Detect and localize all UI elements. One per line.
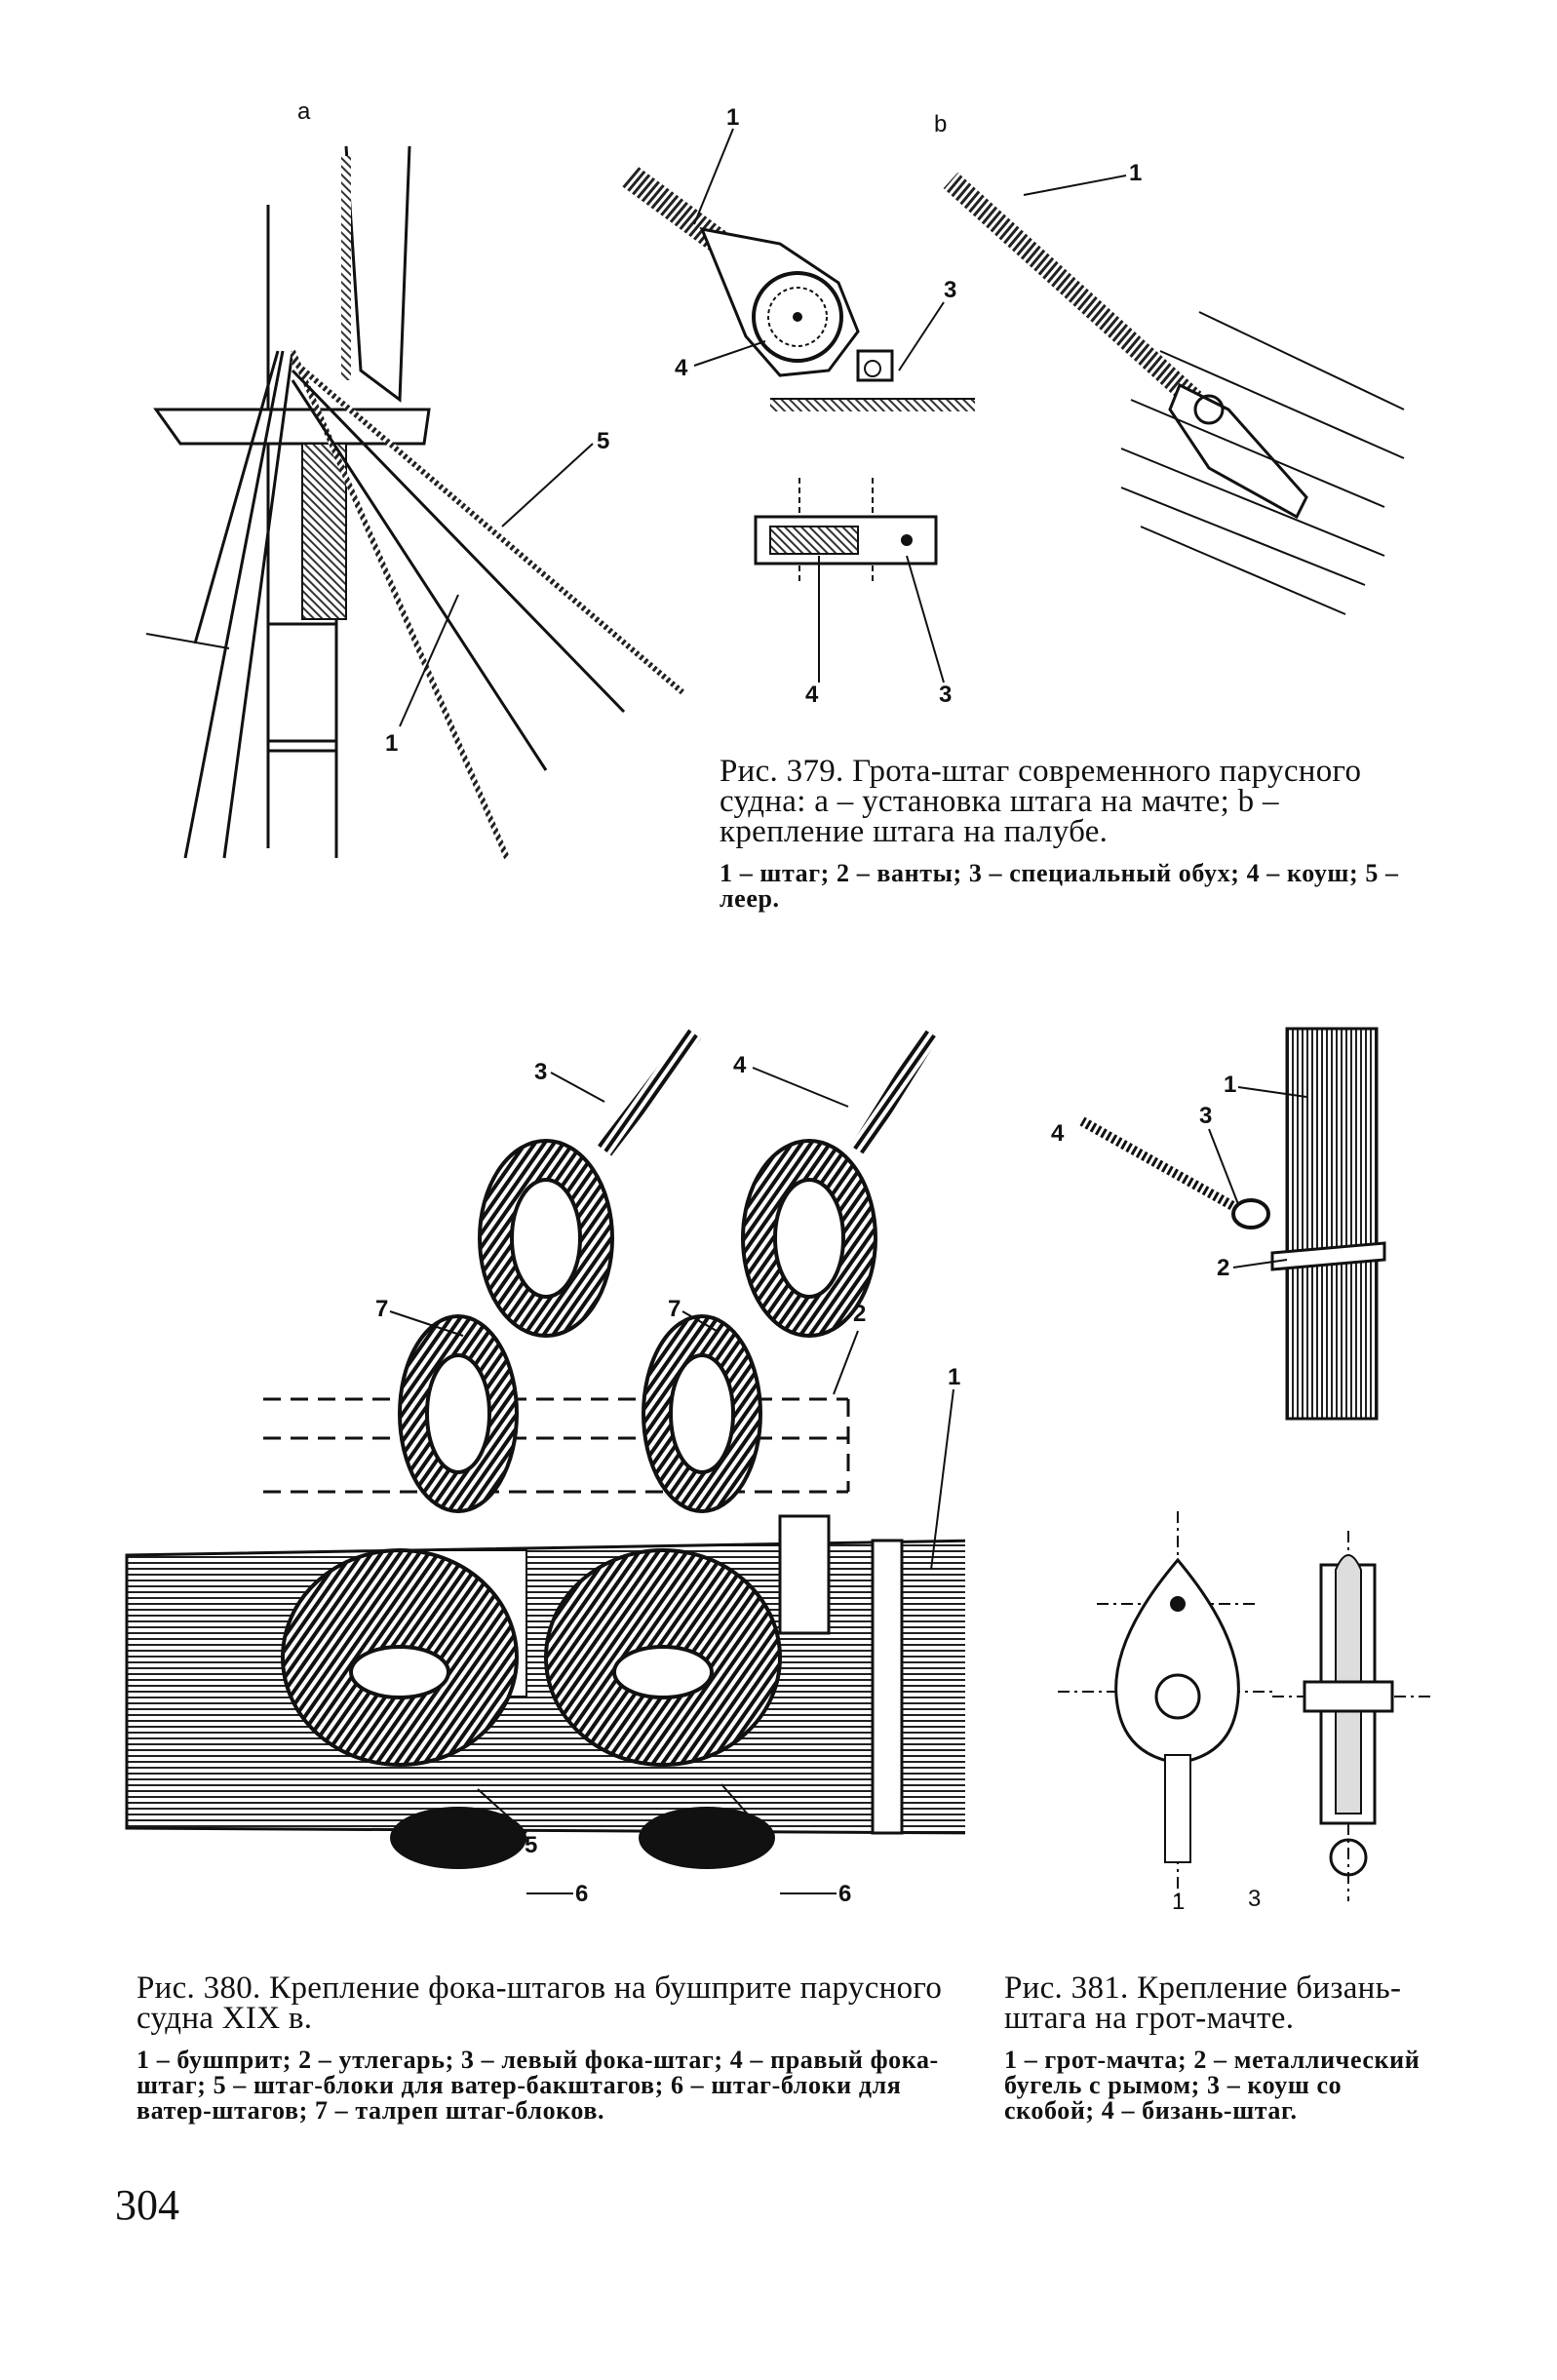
- figure-380-drawing: 3 4 7 7 2 1 5 5 6 6: [125, 1028, 965, 1907]
- stay-on-deck-b: [943, 172, 1405, 615]
- figure-381-drawing: 1 3 4 2 1 3: [1051, 1027, 1433, 1915]
- label-5-left: 5: [525, 1832, 537, 1858]
- figure-379-drawing: a 2 1 5 1 3 4 b 4 3: [146, 98, 1405, 860]
- block-side-view: [1272, 1531, 1433, 1901]
- caption-381-title: Рис. 381. Крепление бизань-штага на грот…: [1004, 1970, 1402, 2036]
- label-1-main-mast: 1: [1224, 1072, 1236, 1098]
- label-1-bowsprit: 1: [948, 1364, 960, 1390]
- caption-379-legend: 1 – штаг; 2 – ванты; 3 – специальный обу…: [720, 859, 1399, 913]
- label-3-left-stay: 3: [534, 1059, 547, 1085]
- label-1-stay-a: 1: [385, 730, 398, 757]
- label-4-plan: 4: [805, 682, 819, 708]
- label-a: a: [297, 98, 311, 125]
- label-4-mizzen-stay: 4: [1051, 1120, 1065, 1147]
- label-6-right: 6: [838, 1881, 851, 1907]
- figure-381-illustration: 1 3 4 2 1 3: [1033, 1014, 1443, 1926]
- right-fore-stay: [544, 1029, 939, 1869]
- figure-380-illustration: 3 4 7 7 2 1 5 5 6 6: [117, 1004, 965, 1921]
- caption-fig-380: Рис. 380. Крепление фока-штагов на бушпр…: [136, 1970, 960, 2125]
- caption-379-title: Рис. 379. Грота-штаг современного парусн…: [720, 754, 1362, 849]
- caption-fig-381: Рис. 381. Крепление бизань-штага на грот…: [1004, 1970, 1423, 2125]
- label-5-right: 5: [756, 1822, 768, 1849]
- label-1-stay-b2: 1: [1129, 160, 1142, 186]
- jib-boom: [263, 1397, 850, 1494]
- label-4-right-stay: 4: [733, 1052, 747, 1078]
- label-3-plan: 3: [939, 682, 952, 708]
- label-3-block: 3: [1248, 1886, 1261, 1912]
- figure-379-illustration: a 2 1 5 1 3 4 b 4 3: [146, 88, 1414, 878]
- left-fore-stay: [281, 1028, 702, 1869]
- block-front-view: [1058, 1511, 1277, 1901]
- label-6-left: 6: [575, 1881, 588, 1907]
- caption-381-legend: 1 – грот-мачта; 2 – металлический бугель…: [1004, 2046, 1421, 2125]
- label-2-band: 2: [1217, 1255, 1229, 1281]
- label-7-lanyard-left: 7: [375, 1296, 388, 1322]
- label-1-stay-b: 1: [726, 104, 739, 131]
- caption-fig-379: Рис. 379. Грота-штаг современного парусн…: [720, 754, 1407, 913]
- caption-380-title: Рис. 380. Крепление фока-штагов на бушпр…: [136, 1970, 943, 2036]
- caption-380-legend: 1 – бушприт; 2 – утлегарь; 3 – левый фок…: [136, 2046, 939, 2125]
- deck-fitting-b: [621, 165, 975, 411]
- label-2-jib-boom: 2: [853, 1301, 866, 1327]
- main-mast: [1079, 1027, 1386, 1421]
- label-3-thimble: 3: [1199, 1103, 1212, 1129]
- deck-fitting-plan: [754, 478, 945, 683]
- label-side-1: 1: [1172, 1889, 1185, 1915]
- page-number: 304: [115, 2181, 179, 2229]
- label-7-lanyard-right: 7: [668, 1296, 681, 1322]
- label-5-lifeline: 5: [597, 428, 609, 454]
- label-4-thimble: 4: [675, 355, 688, 381]
- label-b: b: [934, 111, 947, 137]
- label-3-eye-bolt: 3: [944, 277, 956, 303]
- mast-assembly-a: [153, 145, 684, 860]
